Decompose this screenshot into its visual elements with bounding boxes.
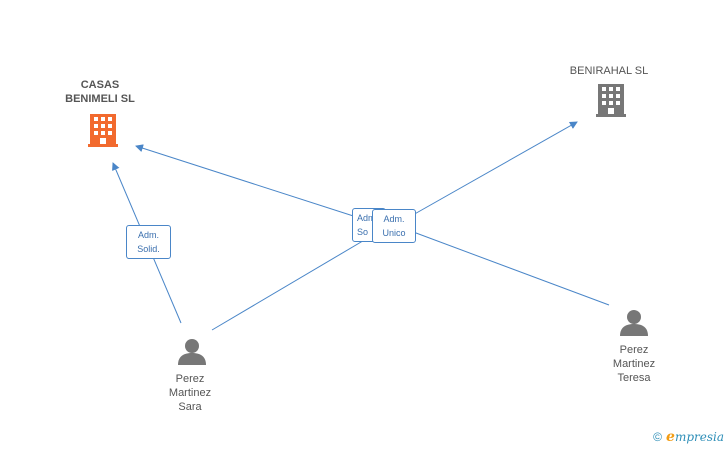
- edge-teresa-to-hub: [407, 229, 610, 306]
- person-name-teresa[interactable]: Perez Martinez Teresa: [612, 344, 656, 384]
- brand-watermark: © empresia: [653, 429, 724, 445]
- edge-label-adm-unico: Adm. Unico: [372, 209, 416, 243]
- edge-label-adm-solid: Adm. Solid.: [126, 225, 171, 259]
- edge-hub-to-casas: [135, 144, 373, 223]
- person-icon[interactable]: [620, 310, 648, 336]
- copyright-symbol: ©: [653, 430, 663, 444]
- person-icon[interactable]: [178, 339, 206, 365]
- edge-sara-to-hub: [211, 231, 379, 331]
- edge-hub-to-benirahal: [403, 121, 578, 221]
- building-icon[interactable]: [596, 84, 626, 117]
- person-name-sara[interactable]: Perez Martinez Sara: [168, 373, 212, 413]
- brand-name: mpresia: [674, 430, 724, 444]
- building-icon[interactable]: [88, 114, 118, 147]
- brand-logo-initial: e: [666, 429, 675, 445]
- company-name-casas-benimeli[interactable]: CASAS BENIMELI SL: [65, 79, 135, 105]
- company-name-benirahal[interactable]: BENIRAHAL SL: [569, 65, 649, 77]
